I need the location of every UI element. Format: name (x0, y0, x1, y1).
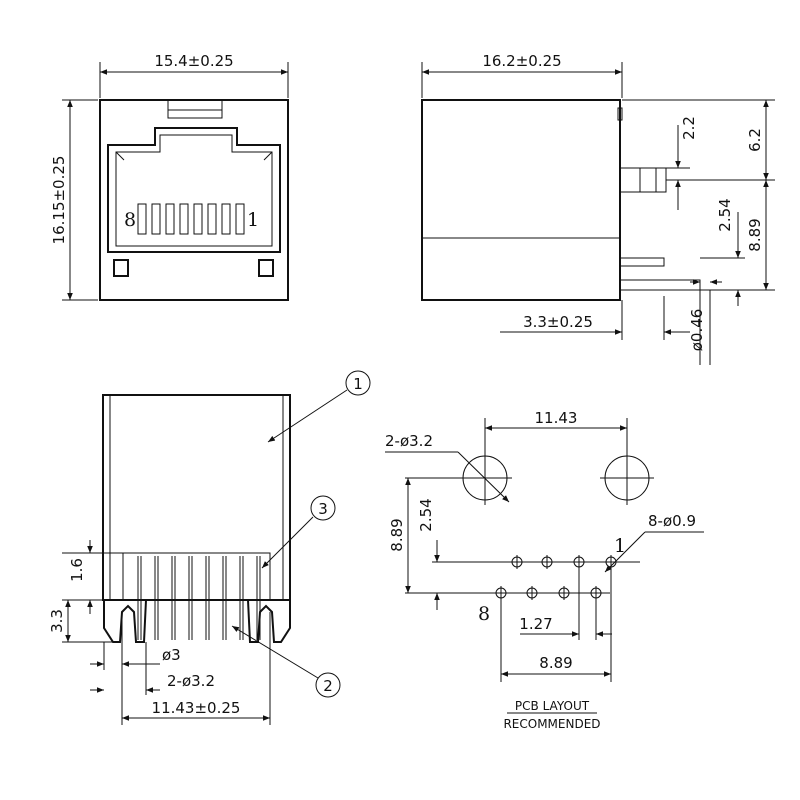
callout-3 (310, 495, 336, 521)
pcb-caption-line2: RECOMMENDED (503, 717, 600, 731)
side-dim-8-89: 8.89 (746, 218, 764, 251)
side-dim-0-46: ø0.46 (688, 309, 706, 352)
pin-comb (122, 552, 271, 601)
side-dim-2-2: 2.2 (680, 116, 698, 140)
front-height-dim: 16.15±0.25 (50, 156, 68, 245)
front-housing (99, 99, 289, 301)
front-pin1-label: 1 (247, 209, 259, 231)
pcb-dim-2-54: 2.54 (417, 498, 435, 531)
bottom-dim-1-6: 1.6 (68, 558, 86, 582)
side-view: 16.2±0.25 2.2 6.2 2.54 8.89 3.3±0.25 ø0.… (421, 52, 775, 365)
latch-tab (167, 100, 223, 119)
bottom-dim-3-3: 3.3 (48, 609, 66, 633)
bottom-view: 1.6 3.3 ø3 2-ø3.2 11.43±0.25 1 3 2 (48, 370, 371, 725)
led-right (258, 259, 274, 277)
bottom-dim-11-43: 11.43±0.25 (152, 699, 241, 717)
front-view: 8 1 15.4±0.25 16.15±0.25 (50, 52, 289, 301)
pcb-dim-8-89-h: 8.89 (539, 654, 572, 672)
pcb-pin1-label: 1 (614, 535, 626, 557)
side-pin (619, 279, 701, 291)
callout-1-label: 1 (353, 375, 363, 393)
pcb-dim-11-43: 11.43 (535, 409, 578, 427)
front-width-dim: 15.4±0.25 (154, 52, 233, 70)
bottom-pins (137, 556, 261, 640)
bottom-dim-2x3-2: 2-ø3.2 (167, 672, 215, 690)
side-latch (619, 167, 667, 193)
bottom-dim-3: ø3 (162, 646, 181, 664)
callout-3-label: 3 (318, 500, 328, 518)
pcb-caption-line1: PCB LAYOUT (515, 699, 590, 713)
pcb-dim-8-89-v: 8.89 (388, 518, 406, 551)
pcb-pin-holes-label: 8-ø0.9 (648, 512, 696, 530)
bottom-housing (102, 394, 291, 601)
pcb-dim-1-27: 1.27 (519, 615, 552, 633)
mount-peg-right (247, 599, 291, 643)
side-dim-3-3: 3.3±0.25 (523, 313, 593, 331)
callout-1 (345, 370, 371, 396)
side-housing (421, 99, 621, 301)
side-dim-6-2: 6.2 (746, 128, 764, 152)
pcb-pin8-label: 8 (478, 603, 490, 625)
side-dim-2-54: 2.54 (716, 198, 734, 231)
side-depth-dim: 16.2±0.25 (482, 52, 561, 70)
front-pin8-label: 8 (124, 209, 136, 231)
mount-peg-left (103, 599, 147, 643)
led-left (113, 259, 129, 277)
front-contacts (137, 203, 245, 235)
jack-opening (107, 127, 281, 253)
callout-2-label: 2 (323, 677, 333, 695)
pcb-layout: 11.43 2-ø3.2 8.89 2.54 8-ø0.9 1 (385, 409, 704, 731)
pcb-mount-holes-label: 2-ø3.2 (385, 432, 433, 450)
callout-2 (315, 672, 341, 698)
